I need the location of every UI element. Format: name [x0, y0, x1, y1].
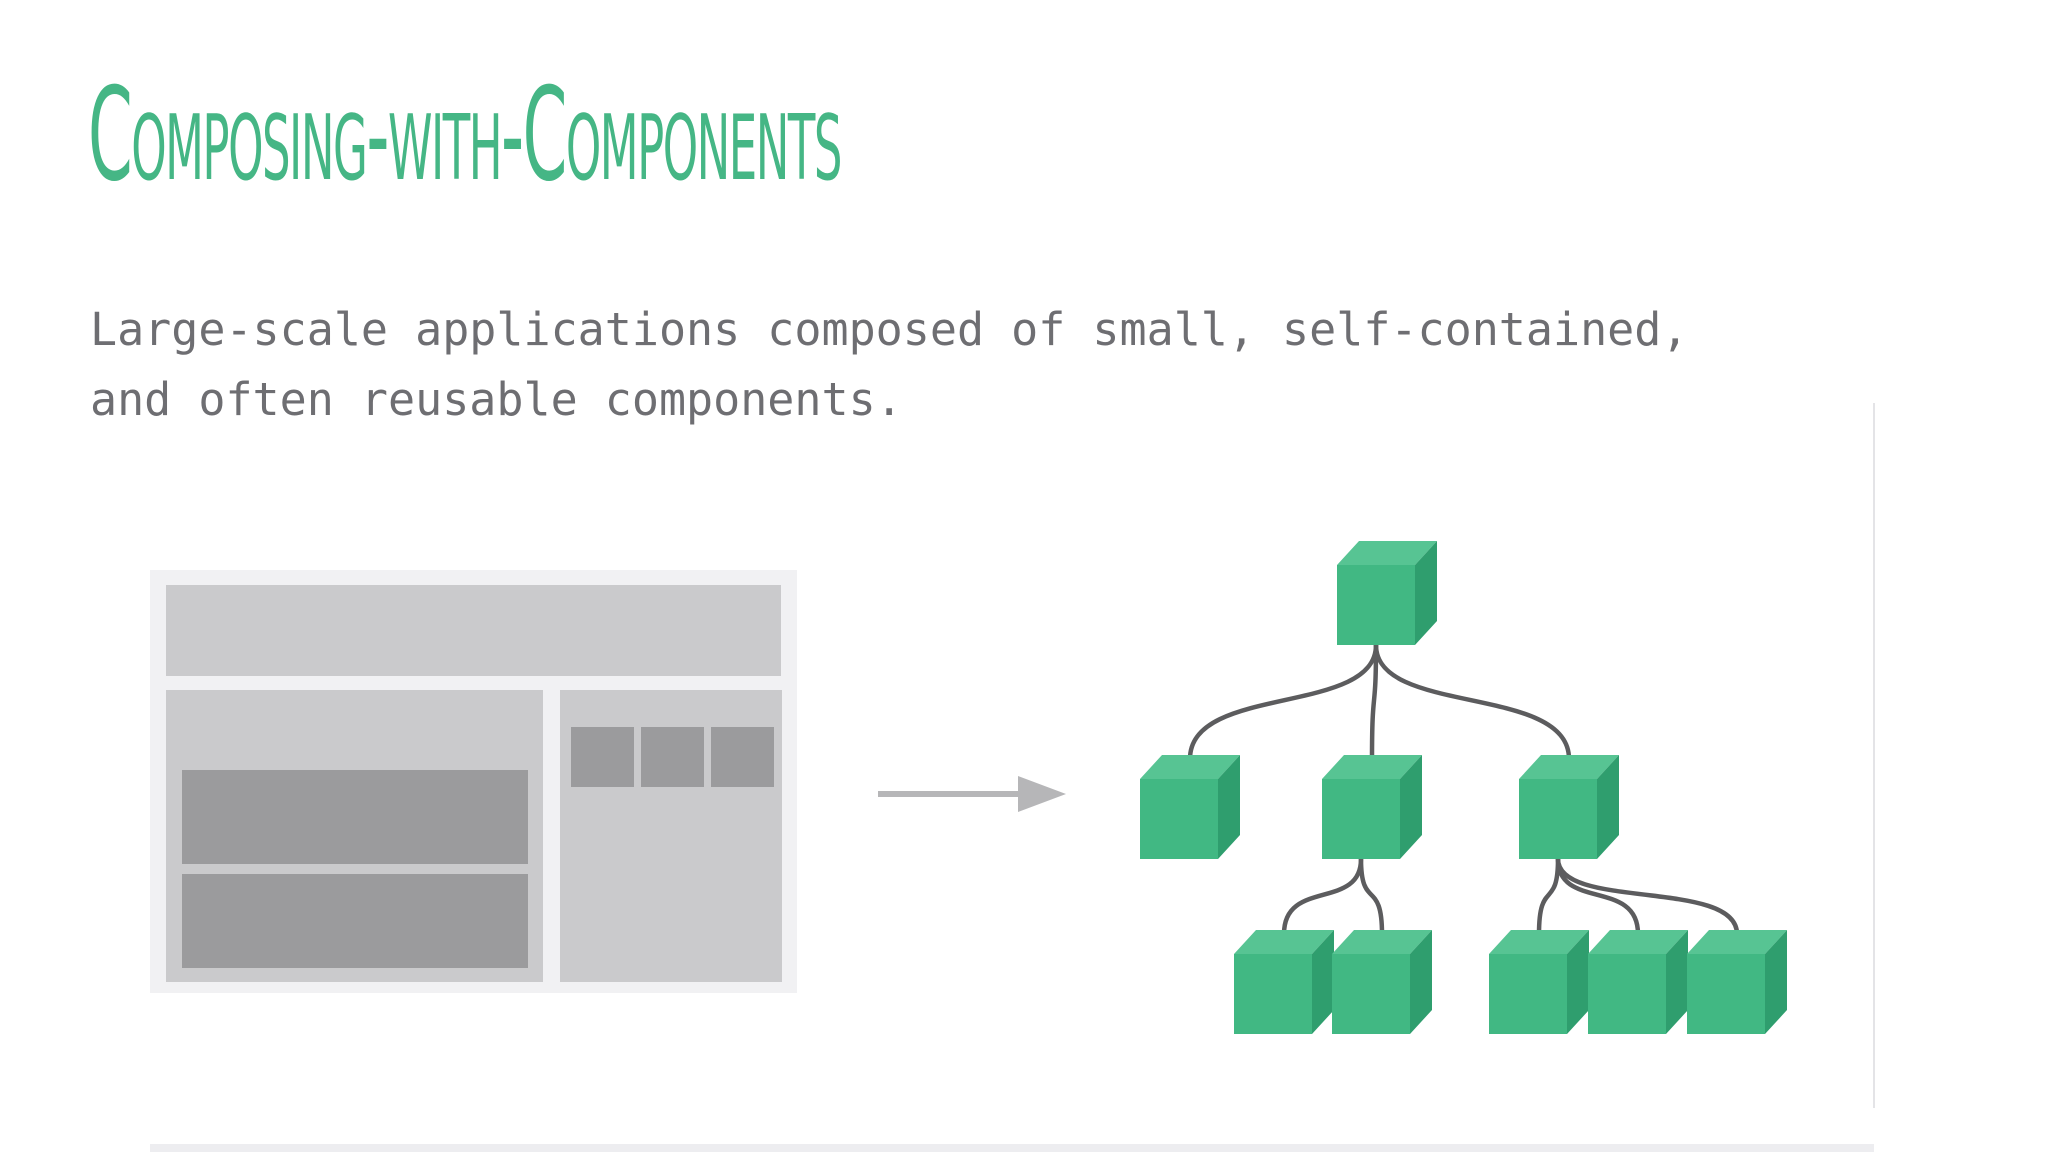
component-cube-child-2a: [1234, 930, 1334, 1034]
component-cube-child-3a: [1489, 930, 1589, 1034]
tree-edge-child-3-child-3c: [1555, 856, 1740, 937]
cube-face-front: [1140, 779, 1218, 859]
cube-face-front: [1588, 954, 1666, 1034]
cube-face-top: [1588, 930, 1688, 954]
cube-face-top: [1337, 541, 1437, 565]
wireframe-header-block: [166, 585, 781, 676]
cube-face-top: [1140, 755, 1240, 779]
cube-face-side: [1765, 930, 1787, 1034]
cube-face-top: [1322, 755, 1422, 779]
tree-edge-root-child-1: [1187, 642, 1379, 762]
cube-face-front: [1332, 954, 1410, 1034]
slide-title: Composing-with-Components: [88, 61, 842, 210]
component-cube-child-3: [1519, 755, 1619, 859]
tree-edge-child-2-child-2a: [1281, 856, 1364, 937]
cube-face-front: [1322, 779, 1400, 859]
wireframe-sidebar-tile: [641, 727, 704, 787]
cube-face-side: [1410, 930, 1432, 1034]
cube-face-front: [1519, 779, 1597, 859]
component-cube-child-1: [1140, 755, 1240, 859]
cube-face-side: [1415, 541, 1437, 645]
cube-face-top: [1489, 930, 1589, 954]
component-cube-child-3c: [1687, 930, 1787, 1034]
component-cube-root: [1337, 541, 1437, 645]
cube-face-side: [1400, 755, 1422, 859]
wireframe-sidebar-block: [560, 690, 782, 982]
cube-face-top: [1687, 930, 1787, 954]
bottom-edge-strip: [150, 1144, 1874, 1152]
cube-face-top: [1234, 930, 1334, 954]
tree-edge-root-child-2: [1369, 642, 1379, 762]
component-cube-child-2: [1322, 755, 1422, 859]
wireframe-content-bar: [182, 874, 528, 968]
tree-edge-child-2-child-2b: [1358, 856, 1385, 937]
cube-face-front: [1687, 954, 1765, 1034]
cube-face-side: [1567, 930, 1589, 1034]
cube-face-top: [1519, 755, 1619, 779]
wireframe-sidebar-tile: [711, 727, 774, 787]
cube-face-front: [1489, 954, 1567, 1034]
slide-subtitle: Large-scale applications composed of sma…: [90, 303, 1689, 426]
cube-face-front: [1234, 954, 1312, 1034]
component-cube-child-3b: [1588, 930, 1688, 1034]
wireframe-content-bar: [182, 770, 528, 864]
tree-edge-child-3-child-3a: [1536, 856, 1561, 937]
cube-face-top: [1332, 930, 1432, 954]
tree-edge-child-3-child-3b: [1555, 856, 1641, 937]
cube-face-side: [1597, 755, 1619, 859]
wireframe-sidebar-tile: [571, 727, 634, 787]
page-divider-line: [1873, 403, 1875, 1108]
wireframe-main-block: [166, 690, 543, 982]
cube-face-front: [1337, 565, 1415, 645]
cube-face-side: [1312, 930, 1334, 1034]
cube-face-side: [1218, 755, 1240, 859]
component-cube-child-2b: [1332, 930, 1432, 1034]
cube-face-side: [1666, 930, 1688, 1034]
app-wireframe: [150, 570, 797, 993]
tree-edge-root-child-3: [1373, 642, 1572, 762]
right-arrow-icon: [878, 776, 1066, 812]
